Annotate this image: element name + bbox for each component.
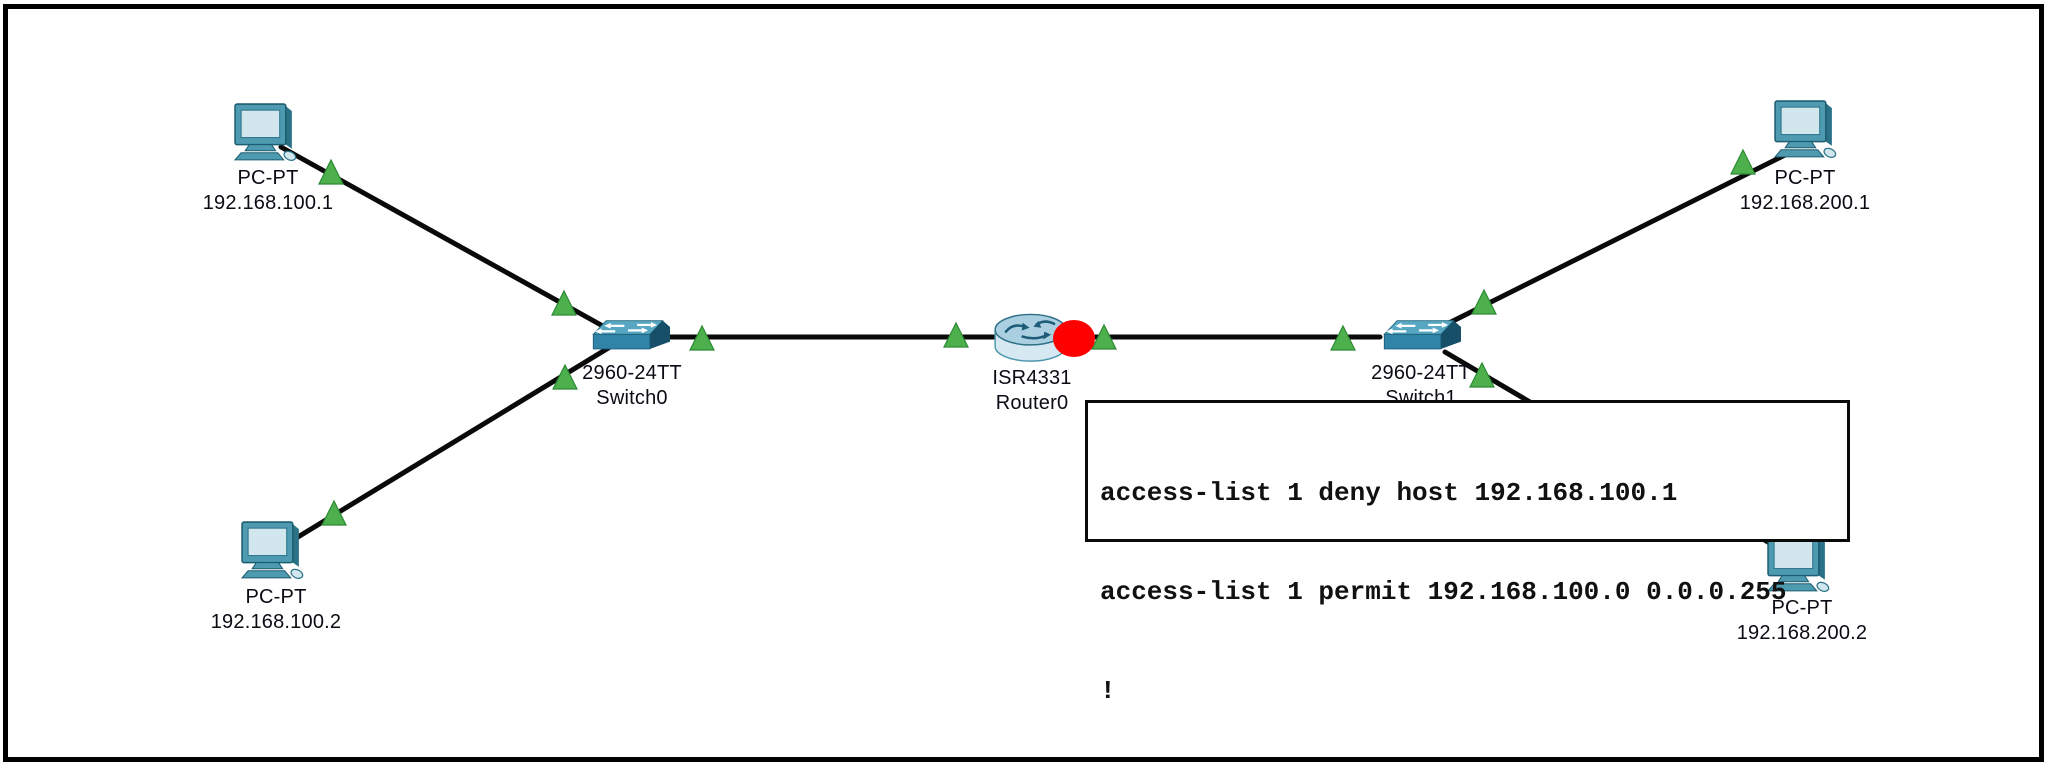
device-name-label: Router0: [995, 392, 1069, 414]
device-label-pc3: PC-PT 192.168.200.2: [1682, 596, 1922, 646]
link-up-triangle: [943, 321, 969, 348]
acl-line: access-list 1 deny host 192.168.100.1: [1100, 478, 1678, 508]
link-up-triangle: [551, 289, 577, 316]
cable-switch1-pc2[interactable]: [1442, 152, 1788, 328]
link-up-triangle: [1730, 148, 1756, 175]
device-model-label: PC-PT: [245, 586, 307, 608]
acl-config-popup: access-list 1 deny host 192.168.100.1 ac…: [1085, 400, 1850, 706]
device-model-label: PC-PT: [237, 167, 299, 189]
link-up-triangle: [1091, 323, 1117, 350]
device-label-pc1: PC-PT 192.168.100.2: [156, 585, 396, 635]
device-label-pc2: PC-PT 192.168.200.1: [1685, 166, 1925, 216]
device-label-switch0: 2960-24TT Switch0: [512, 361, 752, 411]
device-label-router0: ISR4331 Router0: [912, 366, 1152, 416]
cable-pc1-switch0[interactable]: [290, 344, 613, 543]
link-up-triangle: [321, 499, 347, 526]
device-pc2[interactable]: [1773, 99, 1840, 162]
switch-icon: [593, 321, 670, 349]
device-name-label: Switch0: [596, 387, 668, 409]
device-switch1[interactable]: [1377, 317, 1461, 359]
pc-icon: [1775, 101, 1837, 159]
device-switch0[interactable]: [586, 317, 670, 359]
link-up-triangle: [318, 158, 344, 185]
acl-line: access-list 1 permit 192.168.100.0 0.0.0…: [1100, 577, 1787, 607]
device-pc1[interactable]: [240, 520, 307, 583]
link-up-triangle: [1469, 361, 1495, 388]
device-model-label: 2960-24TT: [582, 362, 682, 384]
device-model-label: PC-PT: [1774, 167, 1836, 189]
device-model-label: PC-PT: [1771, 597, 1833, 619]
device-label-pc0: PC-PT 192.168.100.1: [148, 166, 388, 216]
device-model-label: ISR4331: [992, 367, 1072, 389]
switch-icon: [1384, 321, 1461, 349]
device-name-label: 192.168.100.2: [210, 611, 342, 633]
device-pc0[interactable]: [233, 102, 300, 165]
acl-line: !: [1100, 676, 1116, 706]
device-model-label: 2960-24TT: [1371, 362, 1471, 384]
pc-icon: [235, 104, 297, 162]
link-up-triangle: [1471, 288, 1497, 315]
link-up-triangle: [1330, 324, 1356, 351]
device-name-label: 192.168.200.2: [1736, 622, 1868, 644]
device-name-label: 192.168.200.1: [1739, 192, 1871, 214]
pc-icon: [242, 522, 304, 580]
alert-dot-indicator: [1053, 320, 1095, 357]
link-up-triangle: [552, 363, 578, 390]
link-up-triangle: [689, 324, 715, 351]
device-name-label: 192.168.100.1: [202, 192, 334, 214]
